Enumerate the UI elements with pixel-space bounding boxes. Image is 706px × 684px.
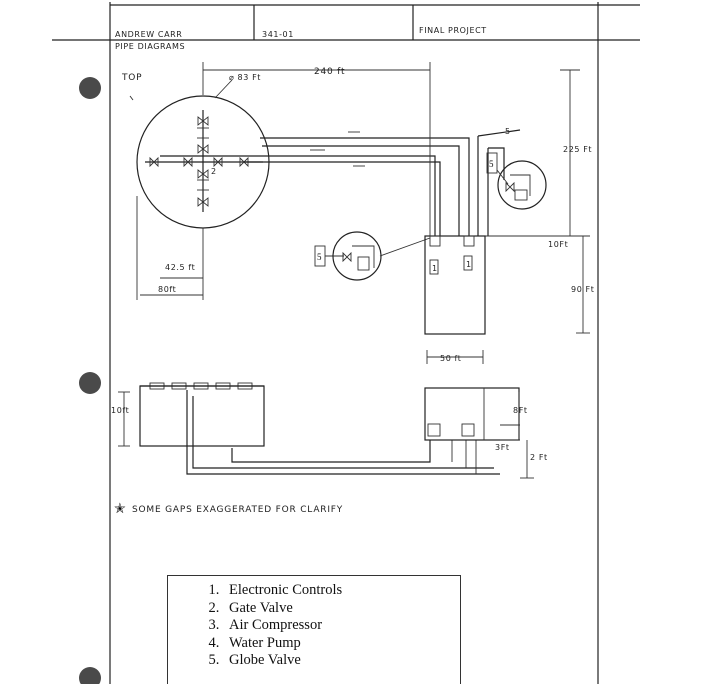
dim-right-90: 90 Ft (571, 285, 594, 294)
dim-left-80: 80ft (158, 285, 176, 294)
dimension-right-height (480, 69, 590, 237)
pump-box-top (514, 189, 528, 201)
project-name: FINAL PROJECT (419, 26, 487, 35)
tank-label-a: 1 (432, 264, 438, 273)
tank-valve-a (429, 235, 441, 247)
side-view-return-pipes (186, 390, 500, 475)
legend-item: Globe Valve (223, 652, 460, 670)
manifold-node-label: 2 (211, 167, 217, 176)
dimension-top-width (202, 62, 431, 236)
tank-label-b: 1 (466, 260, 472, 269)
dimension-left (136, 196, 204, 300)
storage-tank-outline (424, 235, 486, 335)
flow-arrows (310, 131, 365, 167)
globe-valve-icon (342, 251, 352, 263)
footnote: SOME GAPS EXAGGERATED FOR CLARIFY (132, 505, 343, 515)
dim-right-height: 225 Ft (563, 145, 592, 154)
dim-offset-10: 10Ft (548, 240, 568, 249)
valve-loop-top (510, 174, 531, 196)
branch-to-tank (379, 237, 431, 257)
legend-box: Electronic Controls Gate Valve Air Compr… (167, 575, 461, 684)
gate-valve-icon (149, 116, 249, 207)
dimension-right-90 (576, 236, 590, 334)
callout-leader-top (496, 169, 509, 185)
legend-item: Electronic Controls (223, 582, 460, 600)
side-view-tank (424, 387, 520, 441)
valve-manifold (145, 110, 263, 212)
author-name: ANDREW CARR (115, 30, 182, 39)
legend-item: Air Compressor (223, 617, 460, 635)
side-tank-valve-b (461, 423, 475, 437)
view-label: TOP (121, 73, 142, 83)
binder-hole-bottom (79, 667, 101, 684)
globe-valve-icon (505, 181, 515, 193)
dim-side-3: 3Ft (495, 443, 510, 452)
side-view-reservoir (139, 385, 265, 447)
globe-valve-detail-circle-top (497, 160, 547, 210)
callout-label-middle: 5 (317, 252, 322, 262)
valve-loop-middle (352, 245, 375, 268)
sheet-subtitle: PIPE DIAGRAMS (115, 42, 185, 51)
side-tank-valve-a (427, 423, 441, 437)
legend-list: Electronic Controls Gate Valve Air Compr… (168, 582, 460, 670)
binder-hole-middle (79, 372, 101, 394)
legend-item: Water Pump (223, 635, 460, 653)
supply-pipe-run (240, 129, 521, 236)
legend-item: Gate Valve (223, 600, 460, 618)
dim-side-2: 2 Ft (530, 453, 548, 462)
top-node-label: 5 (505, 127, 511, 136)
tank-control-b (463, 255, 473, 271)
dimension-side-right (500, 392, 534, 479)
dimension-bottom-50 (426, 350, 484, 364)
pump-box-middle (357, 256, 370, 271)
dimension-side-10 (118, 391, 130, 447)
course-number: 341-01 (262, 30, 294, 39)
tank-valve-b (463, 235, 475, 247)
tank-control-a (429, 259, 439, 275)
diameter-leader (214, 79, 233, 99)
dim-side-10: 10ft (111, 406, 129, 415)
view-tick (129, 95, 134, 101)
dim-circle-diameter: ⌀ 83 Ft (229, 73, 261, 82)
dim-top-width: 240 ft (314, 67, 345, 77)
callout-label-top: 5 (489, 159, 494, 169)
dim-side-8: 8Ft (513, 406, 528, 415)
binder-hole-top (79, 77, 101, 99)
dim-left-425: 42.5 ft (165, 263, 195, 272)
callout-box-top (486, 152, 498, 174)
dim-bottom-50: 50 ft (440, 354, 462, 363)
star-icon: ✭ (114, 501, 126, 517)
